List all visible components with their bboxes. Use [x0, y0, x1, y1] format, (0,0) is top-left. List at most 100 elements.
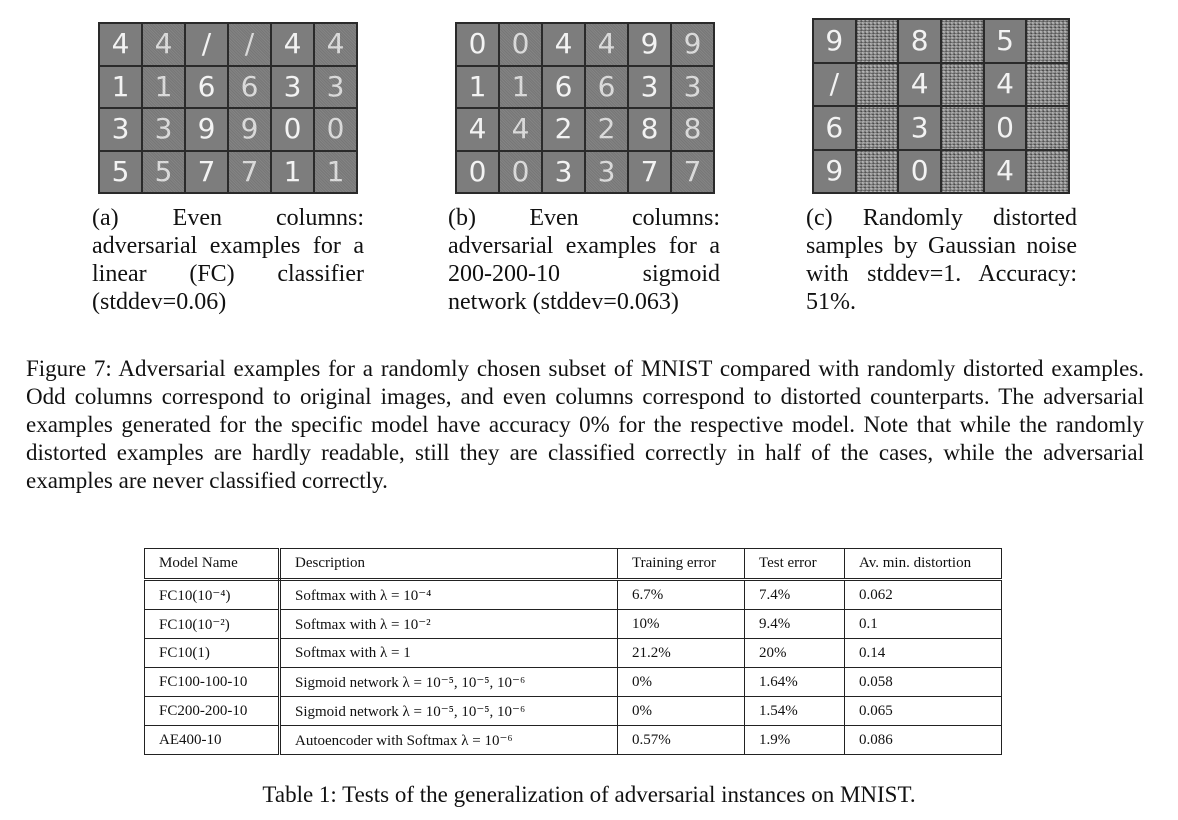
figure-caption: Figure 7: Adversarial examples for a ran…	[26, 356, 1144, 493]
header-training-error: Training error	[617, 548, 745, 581]
subcaption-a: (a) Even columns: adversarial examples f…	[92, 205, 364, 315]
noise-sample-cell	[942, 107, 983, 149]
adversarial-digit-cell: 5	[143, 151, 184, 192]
adversarial-digit-cell: 7	[229, 151, 270, 192]
adversarial-digit-cell: 6	[229, 66, 270, 107]
adversarial-digit-cell: 6	[586, 66, 627, 107]
results-table: Model Name Description Training error Te…	[144, 548, 1002, 755]
header-model-name: Model Name	[144, 548, 281, 581]
original-digit-cell: 4	[543, 24, 584, 65]
original-digit-cell: 1	[272, 151, 313, 192]
cell-training-error: 21.2%	[617, 638, 745, 668]
cell-model-name: FC10(10⁻⁴)	[144, 579, 281, 610]
noise-sample-cell	[1027, 20, 1068, 62]
adversarial-digit-cell: /	[229, 24, 270, 65]
original-digit-cell: 4	[100, 24, 141, 65]
adversarial-digit-cell: 9	[672, 24, 713, 65]
adversarial-digit-cell: 2	[586, 109, 627, 150]
original-digit-cell: 9	[814, 20, 855, 62]
original-digit-cell: 4	[272, 24, 313, 65]
original-digit-cell: 5	[984, 20, 1026, 62]
original-digit-cell: 9	[814, 150, 855, 192]
cell-av-min-distortion: 0.062	[844, 579, 1002, 610]
noise-sample-cell	[856, 63, 898, 105]
cell-training-error: 0%	[617, 696, 745, 726]
original-digit-cell: 3	[629, 66, 670, 107]
header-av-min-distortion: Av. min. distortion	[844, 548, 1002, 581]
cell-av-min-distortion: 0.1	[844, 609, 1002, 639]
cell-model-name: FC100-100-10	[144, 667, 281, 697]
cell-test-error: 9.4%	[744, 609, 845, 639]
cell-description: Softmax with λ = 1	[279, 638, 618, 668]
adversarial-digit-cell: 4	[315, 24, 356, 65]
adversarial-digit-cell: 0	[315, 109, 356, 150]
noise-sample-cell	[942, 20, 983, 62]
original-digit-cell: 0	[899, 150, 940, 192]
noise-sample-cell	[856, 20, 898, 62]
original-digit-cell: 4	[984, 150, 1026, 192]
cell-training-error: 0.57%	[617, 725, 745, 755]
adversarial-digit-cell: 4	[143, 24, 184, 65]
noise-sample-cell	[942, 63, 983, 105]
table-header-row: Model Name Description Training error Te…	[144, 548, 1002, 581]
adversarial-digit-cell: 0	[500, 151, 541, 192]
adversarial-digit-cell: 3	[672, 66, 713, 107]
original-digit-cell: /	[814, 63, 855, 105]
original-digit-cell: 1	[457, 66, 498, 107]
original-digit-cell: 3	[100, 109, 141, 150]
adversarial-digit-cell: 4	[586, 24, 627, 65]
cell-training-error: 10%	[617, 609, 745, 639]
original-digit-cell: 3	[899, 107, 940, 149]
original-digit-cell: 1	[100, 66, 141, 107]
original-digit-cell: 2	[543, 109, 584, 150]
adversarial-digit-cell: 1	[500, 66, 541, 107]
adversarial-digit-cell: 1	[143, 66, 184, 107]
original-digit-cell: 0	[984, 107, 1026, 149]
original-digit-cell: 6	[186, 66, 227, 107]
subcaption-b: (b) Even columns: adversarial examples f…	[448, 205, 720, 315]
cell-av-min-distortion: 0.086	[844, 725, 1002, 755]
noise-sample-cell	[1027, 150, 1068, 192]
cell-test-error: 1.54%	[744, 696, 845, 726]
cell-description: Sigmoid network λ = 10⁻⁵, 10⁻⁵, 10⁻⁶	[279, 667, 618, 697]
adversarial-digit-cell: 9	[229, 109, 270, 150]
cell-description: Autoencoder with Softmax λ = 10⁻⁶	[279, 725, 618, 755]
original-digit-cell: 4	[457, 109, 498, 150]
original-digit-cell: 6	[814, 107, 855, 149]
adversarial-digit-cell: 0	[500, 24, 541, 65]
cell-av-min-distortion: 0.14	[844, 638, 1002, 668]
adversarial-digit-cell: 3	[315, 66, 356, 107]
original-digit-cell: 5	[100, 151, 141, 192]
noise-sample-cell	[1027, 63, 1068, 105]
cell-test-error: 7.4%	[744, 579, 845, 610]
original-digit-cell: 7	[186, 151, 227, 192]
original-digit-cell: 9	[629, 24, 670, 65]
noise-sample-cell	[942, 150, 983, 192]
original-digit-cell: 3	[543, 151, 584, 192]
noise-sample-cell	[1027, 107, 1068, 149]
adversarial-digit-cell: 1	[315, 151, 356, 192]
original-digit-cell: 4	[984, 63, 1026, 105]
header-test-error: Test error	[744, 548, 845, 581]
subcaption-c: (c) Randomly distorted samples by Gaussi…	[806, 205, 1077, 315]
cell-description: Sigmoid network λ = 10⁻⁵, 10⁻⁵, 10⁻⁶	[279, 696, 618, 726]
original-digit-cell: 0	[457, 151, 498, 192]
cell-training-error: 0%	[617, 667, 745, 697]
adversarial-digit-cell: 4	[500, 109, 541, 150]
noise-sample-cell	[856, 107, 898, 149]
original-digit-cell: 7	[629, 151, 670, 192]
cell-test-error: 1.64%	[744, 667, 845, 697]
cell-model-name: FC10(1)	[144, 638, 281, 668]
cell-model-name: FC10(10⁻²)	[144, 609, 281, 639]
adversarial-digit-cell: 3	[143, 109, 184, 150]
original-digit-cell: 3	[272, 66, 313, 107]
cell-model-name: AE400-10	[144, 725, 281, 755]
